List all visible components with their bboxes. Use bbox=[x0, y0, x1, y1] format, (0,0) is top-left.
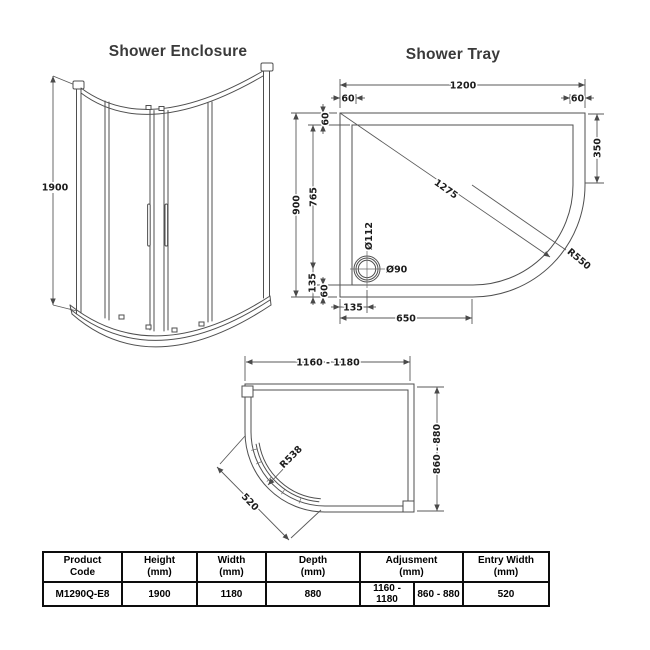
dim-label-diagonal: 1275 bbox=[432, 177, 460, 201]
col-header-width: Width (mm) bbox=[196, 551, 267, 583]
spec-table: Product Code Height (mm) Width (mm) Dept… bbox=[42, 551, 551, 607]
dim-label-drain-outer: Ø112 bbox=[364, 222, 375, 250]
dim-label-bottom-offset: 60 bbox=[320, 284, 331, 298]
dim-label-drain-from-left: 135 bbox=[343, 303, 363, 314]
cell-width: 1180 bbox=[196, 581, 267, 607]
dim-label-drain-inner: Ø90 bbox=[386, 265, 408, 276]
spec-header-row: Product Code Height (mm) Width (mm) Dept… bbox=[42, 551, 551, 583]
tray-title: Shower Tray bbox=[405, 46, 501, 63]
dim-label-corner-left: 60 bbox=[341, 94, 355, 105]
tray-drawing bbox=[291, 79, 604, 324]
col-header-entry-width: Entry Width (mm) bbox=[462, 551, 551, 583]
cell-depth: 880 bbox=[265, 581, 361, 607]
dim-label-plan-depth: 860 - 880 bbox=[432, 424, 443, 475]
spec-data-row: M1290Q-E8 1900 1180 880 1160 - 1180 860 … bbox=[42, 581, 551, 607]
dim-label-door-radius: R538 bbox=[278, 444, 305, 471]
dim-label-plan-width: 1160 - 1180 bbox=[296, 358, 360, 369]
dim-label-drain-to-bottom: 135 bbox=[308, 273, 319, 293]
dim-label-corner-right: 60 bbox=[571, 94, 585, 105]
dim-label-bottom-straight: 650 bbox=[396, 314, 416, 325]
door-handle-left bbox=[147, 203, 151, 247]
door-handle-right bbox=[164, 203, 169, 247]
dim-label-tray-depth: 900 bbox=[292, 195, 303, 215]
enclosure-title: Shower Enclosure bbox=[108, 43, 248, 60]
plan-drawing bbox=[216, 356, 444, 541]
col-header-depth: Depth (mm) bbox=[265, 551, 361, 583]
cell-adjustment-depth: 860 - 880 bbox=[412, 581, 465, 607]
dim-label-tray-width: 1200 bbox=[450, 81, 477, 92]
col-header-adjustment: Adjusment (mm) bbox=[358, 551, 465, 583]
dim-label-top-offset: 60 bbox=[321, 112, 332, 126]
dim-label-right-straight: 350 bbox=[593, 138, 604, 158]
cell-adjustment-width: 1160 - 1180 bbox=[359, 581, 415, 607]
cell-entry-width: 520 bbox=[462, 581, 551, 607]
cell-product-code: M1290Q-E8 bbox=[42, 581, 123, 607]
enclosure-drawing bbox=[50, 62, 274, 348]
col-header-product-code: Product Code bbox=[42, 551, 123, 583]
dim-label-corner-radius: R550 bbox=[565, 246, 593, 272]
cell-height: 1900 bbox=[121, 581, 198, 607]
dim-label-entry-width: 520 bbox=[239, 491, 261, 513]
col-header-height: Height (mm) bbox=[121, 551, 198, 583]
dim-label-inner-depth: 765 bbox=[309, 187, 320, 207]
dim-label-height-1900: 1900 bbox=[42, 183, 69, 194]
